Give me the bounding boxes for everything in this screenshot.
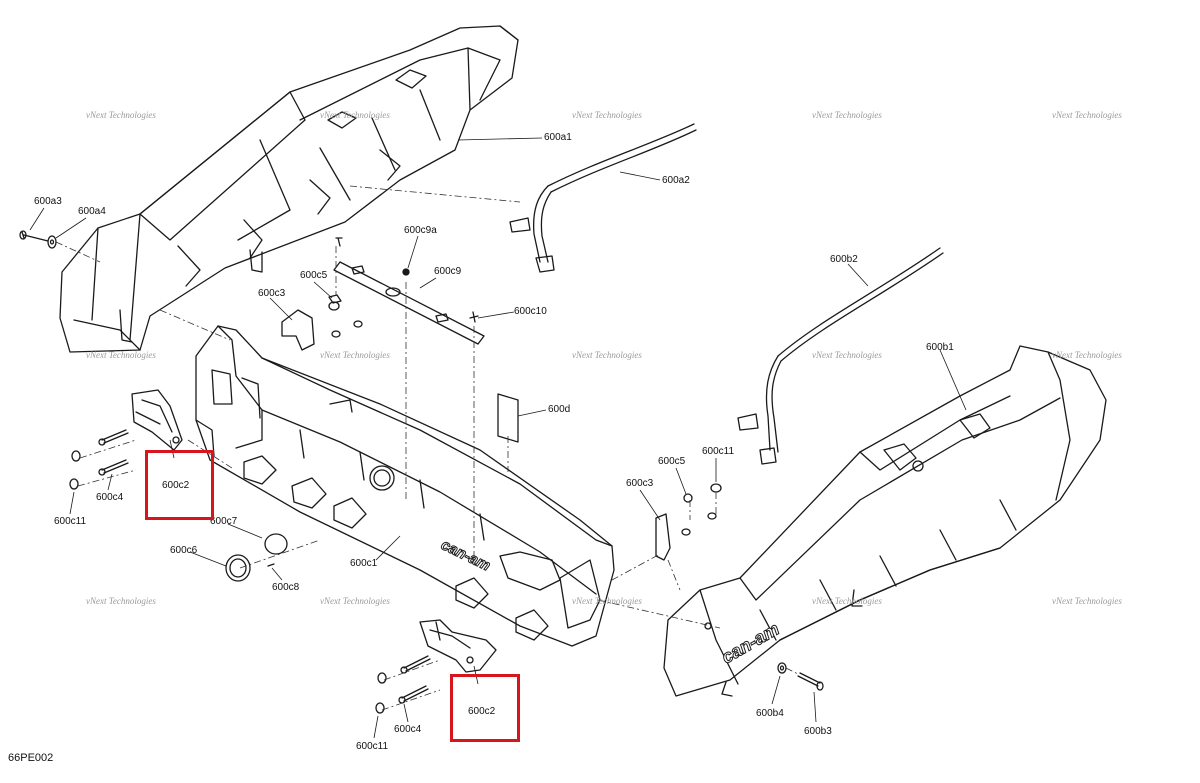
callout-600a2[interactable]: 600a2 (662, 175, 690, 186)
watermark: vNext Technologies (320, 350, 390, 360)
callout-600d[interactable]: 600d (548, 404, 571, 415)
callout-600b1[interactable]: 600b1 (926, 342, 954, 353)
screws-600c4-right (398, 655, 431, 704)
washer-600a4 (47, 235, 57, 249)
callout-600c11-left[interactable]: 600c11 (54, 516, 87, 527)
watermark: vNext Technologies (1052, 110, 1122, 120)
callout-600c1[interactable]: 600c1 (350, 558, 378, 569)
nuts-600c11-left (69, 450, 81, 490)
watermark: vNext Technologies (1052, 350, 1122, 360)
screws-600c4-left (98, 429, 129, 476)
leader-lines (29, 137, 967, 739)
nuts-600c5-right (681, 493, 717, 536)
rail-right-part (663, 345, 1107, 697)
callout-600c7[interactable]: 600c7 (210, 516, 238, 527)
callout-600c8[interactable]: 600c8 (272, 582, 300, 593)
highlight-box-600c2-right (450, 674, 520, 742)
hinge-600c2-right (419, 619, 497, 673)
watermark: vNext Technologies (86, 596, 156, 606)
callout-600c10[interactable]: 600c10 (514, 306, 547, 317)
callout-600c9[interactable]: 600c9 (434, 266, 462, 277)
center-bumper-600c1 (195, 325, 615, 647)
watermark: vNext Technologies (572, 350, 642, 360)
watermark: vNext Technologies (812, 596, 882, 606)
callout-600b2[interactable]: 600b2 (830, 254, 858, 265)
callout-600b3[interactable]: 600b3 (804, 726, 832, 737)
assembly-lines (55, 185, 799, 711)
bolt-600a3 (19, 230, 49, 242)
callout-600c2-left[interactable]: 600c2 (162, 480, 190, 491)
watermark: vNext Technologies (320, 110, 390, 120)
watermark: vNext Technologies (86, 110, 156, 120)
nuts-600c11-right (375, 672, 387, 714)
emblem-600c6 (225, 554, 251, 582)
cap-600c7 (264, 533, 288, 555)
grab-bar-upper-part (509, 123, 697, 273)
washer-600b4 (777, 662, 787, 674)
watermark: vNext Technologies (812, 350, 882, 360)
watermark: vNext Technologies (86, 350, 156, 360)
callout-600c6[interactable]: 600c6 (170, 545, 198, 556)
callout-600c9a[interactable]: 600c9a (404, 225, 437, 236)
bracket-600c3-left (281, 309, 315, 351)
nut-600c11-mid (710, 483, 722, 493)
watermark: vNext Technologies (1052, 596, 1122, 606)
callout-600c11-right[interactable]: 600c11 (356, 741, 389, 752)
callout-600c4-left[interactable]: 600c4 (96, 492, 124, 503)
callout-600c4-right[interactable]: 600c4 (394, 724, 422, 735)
bolt-600b3 (797, 672, 824, 691)
screw-600c8 (267, 563, 275, 567)
highlight-box-600c2-left (145, 450, 214, 520)
figure-code: 66PE002 (8, 752, 54, 764)
bracket-600c3-right (655, 513, 671, 561)
decal-600d (497, 393, 519, 443)
callout-600c3-left[interactable]: 600c3 (258, 288, 286, 299)
callout-600a4[interactable]: 600a4 (78, 206, 106, 217)
watermark: vNext Technologies (572, 596, 642, 606)
bracket-plate-600c9 (333, 237, 485, 345)
hinge-600c2-left (131, 389, 183, 451)
callout-600a1[interactable]: 600a1 (544, 132, 572, 143)
callout-600c3-right[interactable]: 600c3 (626, 478, 654, 489)
watermark: vNext Technologies (572, 110, 642, 120)
watermark: vNext Technologies (812, 110, 882, 120)
callout-600c5-right[interactable]: 600c5 (658, 456, 686, 467)
callout-600b4[interactable]: 600b4 (756, 708, 784, 719)
watermark: vNext Technologies (320, 596, 390, 606)
callout-600c11-mid[interactable]: 600c11 (702, 446, 735, 457)
callout-600a3[interactable]: 600a3 (34, 196, 62, 207)
callout-600c5-left[interactable]: 600c5 (300, 270, 328, 281)
rail-upper-left-part (59, 25, 519, 353)
grab-bar-right-part (737, 247, 944, 465)
nuts-600c5-left (328, 294, 363, 338)
callout-600c2-right[interactable]: 600c2 (468, 706, 496, 717)
